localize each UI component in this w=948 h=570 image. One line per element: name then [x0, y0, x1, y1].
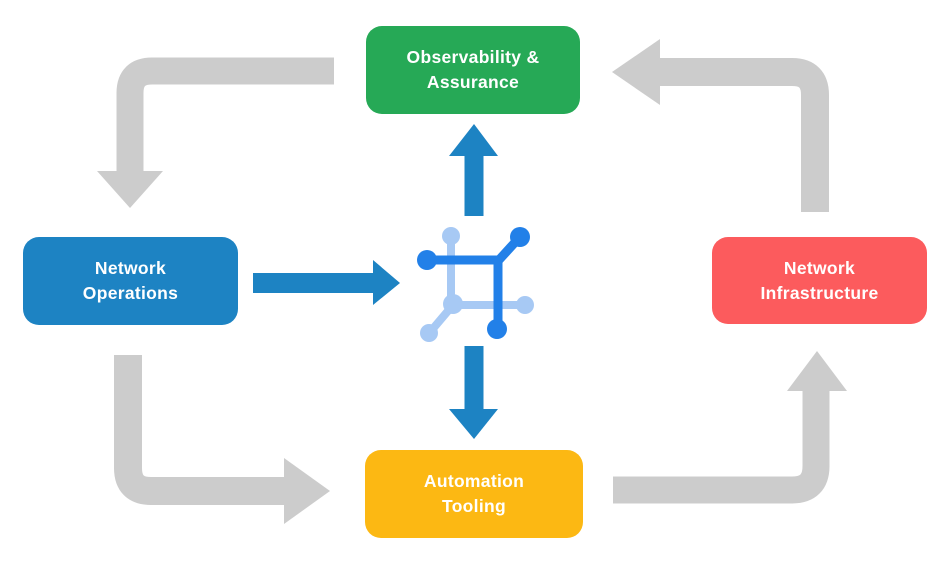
arrowhead-up-icon: [787, 351, 847, 391]
node-automation-tooling: Automation Tooling: [365, 450, 583, 538]
node-automation-tooling-label: Automation Tooling: [423, 471, 525, 516]
arrowhead-left-icon: [612, 39, 660, 105]
network-automation-icon: [417, 227, 534, 342]
node-network-operations: Network Operations: [23, 237, 238, 325]
node-network-infrastructure-label: Network Infrastructure: [760, 257, 879, 303]
node-network-infrastructure: Network Infrastructure: [712, 237, 927, 324]
arrowhead-right-icon: [284, 458, 330, 524]
arrowhead-right-icon: [373, 260, 400, 305]
arrowhead-down-icon: [449, 409, 498, 439]
cycle-arrow-automation-to-infrastructure: [613, 351, 847, 504]
flow-arrow-operations-to-center: [253, 260, 400, 305]
node-observability-label: Observability & Assurance: [406, 47, 540, 92]
cycle-arrow-operations-to-automation: [114, 355, 330, 524]
node-observability-assurance: Observability & Assurance: [366, 26, 580, 114]
cycle-arrow-observability-to-operations: [97, 57, 334, 208]
arrowhead-up-icon: [449, 124, 498, 156]
node-network-operations-label: Network Operations: [82, 258, 179, 303]
flow-arrow-center-to-automation: [449, 346, 498, 439]
cycle-arrow-infrastructure-to-observability: [612, 39, 829, 212]
arrowhead-down-icon: [97, 171, 163, 208]
flow-arrow-center-to-observability: [449, 124, 498, 216]
